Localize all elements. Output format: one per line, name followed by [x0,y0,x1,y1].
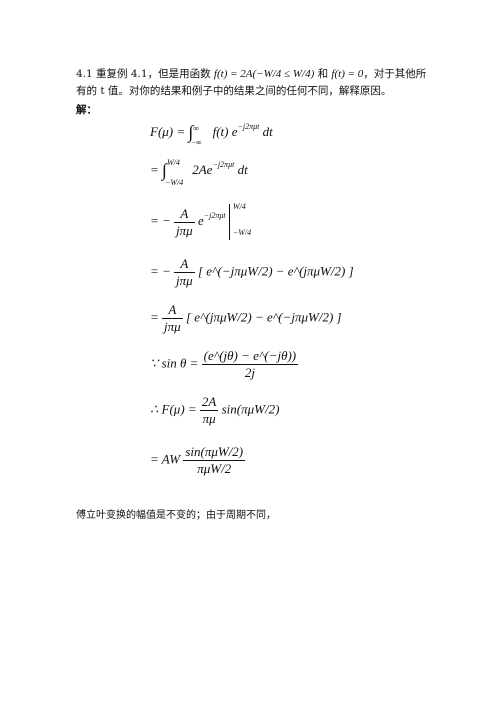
eq8-denominator: πμW/2 [197,461,232,476]
conclusion-text: 傅立叶变换的幅值是不变的；由于周期不同， [76,510,276,521]
eq1-integral: ∫ [188,122,194,142]
eq8-fraction: sin(πμW/2)πμW/2 [183,444,246,477]
equation-line-8: = AW sin(πμW/2)πμW/2 [150,444,246,477]
eq6-lhs: ∵ sin θ = [150,355,199,371]
eq1-exponent: −j2πμt [237,122,260,131]
eq5-denominator: jπμ [164,319,181,334]
eq2-exponent: −j2πμt [212,160,235,169]
eq4-denominator: jπμ [176,273,193,288]
eq7-body: sin(πμW/2) [221,401,280,417]
problem-suffix: ，对于其他所有的 t 值。对你的结果和例子中的结果之间的任何不同，解释原因。 [76,68,427,97]
eq3-lower-limit: −W/4 [232,228,252,237]
eq1-upper-limit: ∞ [193,124,200,133]
eq6-fraction: (e^(jθ) − e^(−jθ))2j [201,348,299,381]
eq2-lower-limit: −W/4 [164,178,184,187]
eq7-lhs: ∴ F(μ) = [150,401,197,417]
eq3-denominator: jπμ [176,222,193,238]
problem-mid: 和 [314,68,332,80]
eq5-numerator: A [162,302,183,319]
equation-line-6: ∵ sin θ = (e^(jθ) − e^(−jθ))2j [150,348,299,381]
eq7-denominator: πμ [202,411,216,426]
eq3-upper-limit: W/4 [232,202,246,211]
equation-line-1: F(μ) = ∫∞ −∞ f(t) e−j2πμt dt [150,120,273,147]
eq3-numerator: A [174,206,195,223]
equation-line-2: = ∫W/4 −W/4 2Ae−j2πμt dt [150,158,248,187]
eq1-lhs: F(μ) = [150,124,186,139]
problem-statement: 4.1 重复例 4.1，但是用函数 f(t) = 2A(−W/4 ≤ W/4) … [76,66,436,100]
eq1-lower-limit: −∞ [191,138,202,147]
eq1-body: f(t) e [212,124,238,139]
eq3-exponent: −j2πμt [203,210,226,220]
solution-label: 解： [76,104,97,116]
eq5-equals: = [150,309,159,325]
eq3-evaluation-bar: W/4 −W/4 [228,202,252,240]
eq8-numerator: sin(πμW/2) [183,444,246,461]
eq1-dt: dt [262,124,273,139]
eq7-numerator: 2A [199,394,219,411]
eq2-upper-limit: W/4 [166,158,180,167]
eq2-dt: dt [237,162,248,177]
eq4-equals: = − [150,263,171,279]
eq6-numerator: (e^(jθ) − e^(−jθ)) [201,348,299,365]
eq4-numerator: A [174,256,195,273]
eq3-equals: = − [150,212,171,228]
eq6-denominator: 2j [244,365,255,380]
eq2-integral: ∫ [162,160,167,180]
eq2-body: 2Ae [192,162,213,177]
eq8-equals: = AW [150,451,181,467]
eq2-equals: = [150,162,159,177]
problem-prefix: 4.1 重复例 4.1，但是用函数 [76,68,214,80]
function-definition-1: f(t) = 2A(−W/4 ≤ W/4) [213,68,315,80]
eq4-body: [ e^(−jπμW/2) − e^(jπμW/2) ] [197,263,354,279]
function-definition-2: f(t) = 0 [331,68,364,80]
eq5-body: [ e^(jπμW/2) − e^(−jπμW/2) ] [185,309,342,325]
eq3-body: e [197,212,204,228]
